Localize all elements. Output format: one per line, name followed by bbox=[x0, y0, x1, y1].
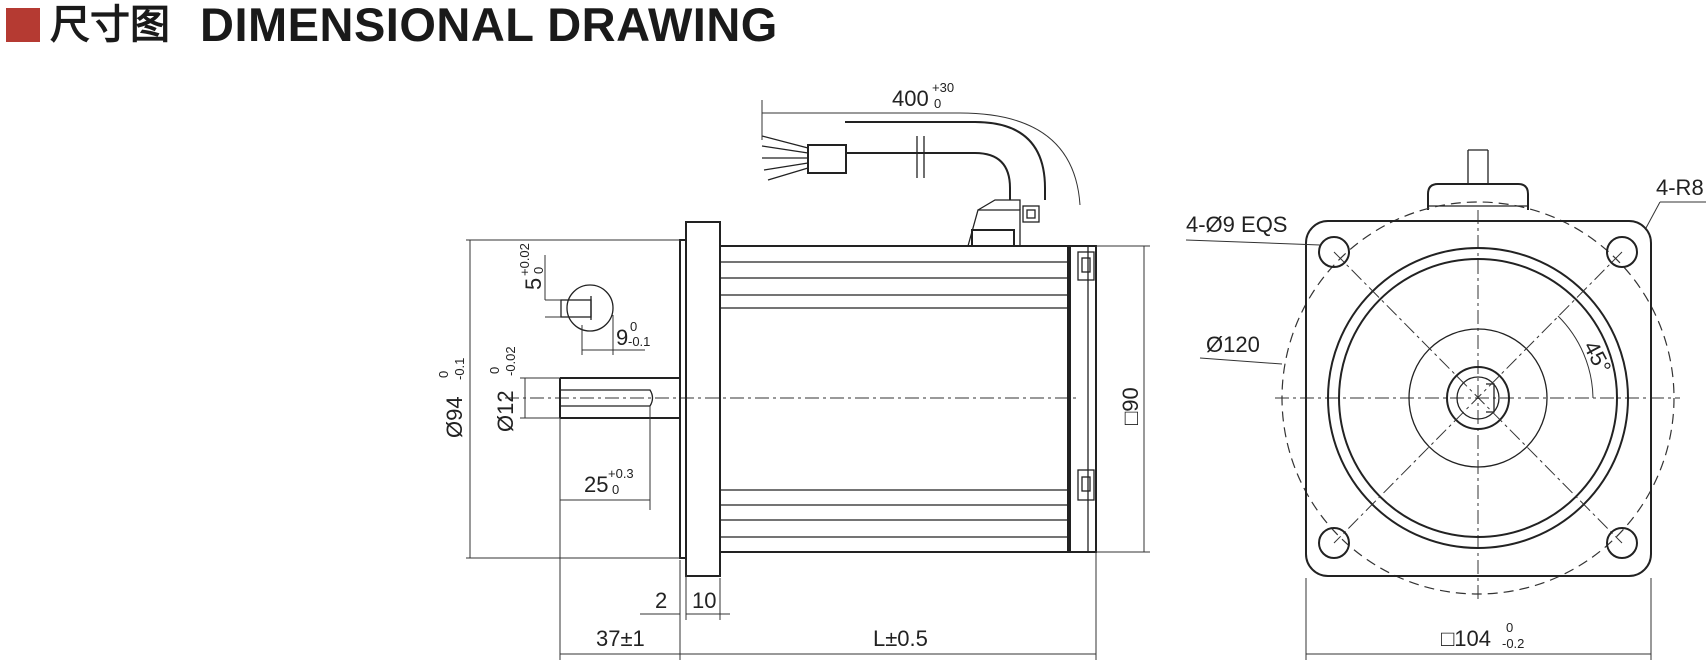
keyway-detail bbox=[560, 284, 614, 332]
dim-L-label: L±0.5 bbox=[873, 626, 928, 651]
dim-2-label: 2 bbox=[655, 588, 667, 613]
shaft-length-tol-upper: +0.3 bbox=[608, 466, 634, 481]
dim-10-label: 10 bbox=[692, 588, 716, 613]
corner-radius-label: 4-R8 bbox=[1656, 175, 1704, 200]
shaft bbox=[559, 377, 680, 419]
flange-square-tol-upper: 0 bbox=[1506, 620, 1513, 635]
key-height-tol-upper: 0 bbox=[630, 319, 637, 334]
key-height-label: 9 bbox=[616, 325, 628, 350]
pcd-circle bbox=[1281, 201, 1675, 595]
mounting-holes-label: 4-Ø9 EQS bbox=[1186, 212, 1287, 237]
key-width-tol-upper: +0.02 bbox=[517, 243, 532, 276]
dim-37-label: 37±1 bbox=[596, 626, 645, 651]
flange-square bbox=[1305, 220, 1652, 577]
key-height-tol-lower: -0.1 bbox=[628, 334, 650, 349]
shaft-length-label: 25 bbox=[584, 472, 608, 497]
key-width-label: 5 bbox=[521, 278, 546, 290]
flange bbox=[679, 221, 721, 577]
front-view: 4-Ø9 EQS 4-R8 Ø120 45° □104 0 -0.2 bbox=[1185, 149, 1706, 660]
cable bbox=[761, 121, 1046, 247]
angle-label: 45° bbox=[1579, 337, 1617, 378]
shaft-diameter-tol-upper: 0 bbox=[487, 367, 502, 374]
front-dimensions bbox=[1185, 201, 1706, 660]
motor-body bbox=[719, 245, 1097, 553]
shaft-diameter-label: Ø12 bbox=[493, 390, 518, 432]
shaft-diameter-tol-lower: -0.02 bbox=[503, 346, 518, 376]
shaft-length-tol-lower: 0 bbox=[612, 482, 619, 497]
flange-square-tol-lower: -0.2 bbox=[1502, 636, 1524, 651]
cable-length-tol-lower: 0 bbox=[934, 96, 941, 111]
cable-length-tol-upper: +30 bbox=[932, 80, 954, 95]
side-view: 400 +30 0 5 +0.02 0 9 0 -0.1 Ø94 0 -0.1 … bbox=[436, 80, 1150, 660]
title-accent-square bbox=[6, 8, 40, 42]
key-width-tol-lower: 0 bbox=[531, 267, 546, 274]
header: 尺寸图 DIMENSIONAL DRAWING bbox=[0, 0, 1706, 60]
body-square-label: □90 bbox=[1118, 387, 1143, 425]
pcd-label: Ø120 bbox=[1206, 332, 1260, 357]
flange-diameter-label: Ø94 bbox=[442, 396, 467, 438]
flange-diameter-tol-upper: 0 bbox=[436, 371, 451, 378]
flange-square-label: □104 bbox=[1441, 626, 1491, 651]
title-chinese: 尺寸图 bbox=[50, 2, 170, 48]
mounting-holes bbox=[1318, 236, 1638, 559]
side-dimensions bbox=[466, 100, 1150, 660]
cable-length-label: 400 bbox=[892, 86, 929, 111]
flange-diameter-tol-lower: -0.1 bbox=[452, 358, 467, 380]
title-english: DIMENSIONAL DRAWING bbox=[200, 0, 778, 51]
